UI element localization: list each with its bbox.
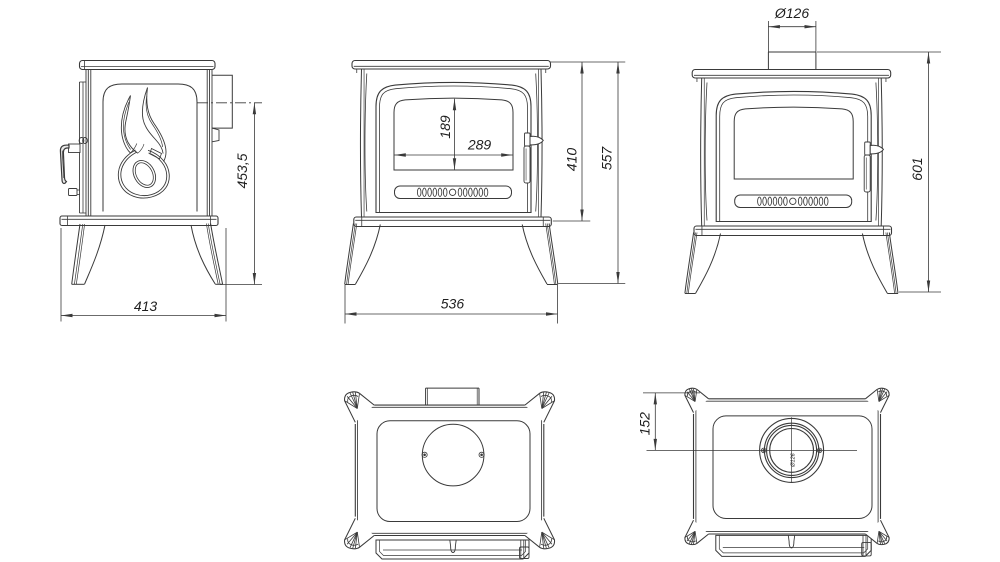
svg-text:Ø126: Ø126 xyxy=(774,5,809,21)
svg-text:Ø126: Ø126 xyxy=(791,452,797,467)
svg-text:453,5: 453,5 xyxy=(234,153,250,188)
svg-text:410: 410 xyxy=(563,148,579,172)
svg-text:536: 536 xyxy=(441,296,465,312)
svg-text:189: 189 xyxy=(437,115,453,139)
svg-text:557: 557 xyxy=(598,146,614,171)
svg-text:413: 413 xyxy=(134,298,158,314)
svg-text:152: 152 xyxy=(636,412,652,436)
svg-text:289: 289 xyxy=(467,137,492,153)
svg-text:601: 601 xyxy=(909,157,925,180)
